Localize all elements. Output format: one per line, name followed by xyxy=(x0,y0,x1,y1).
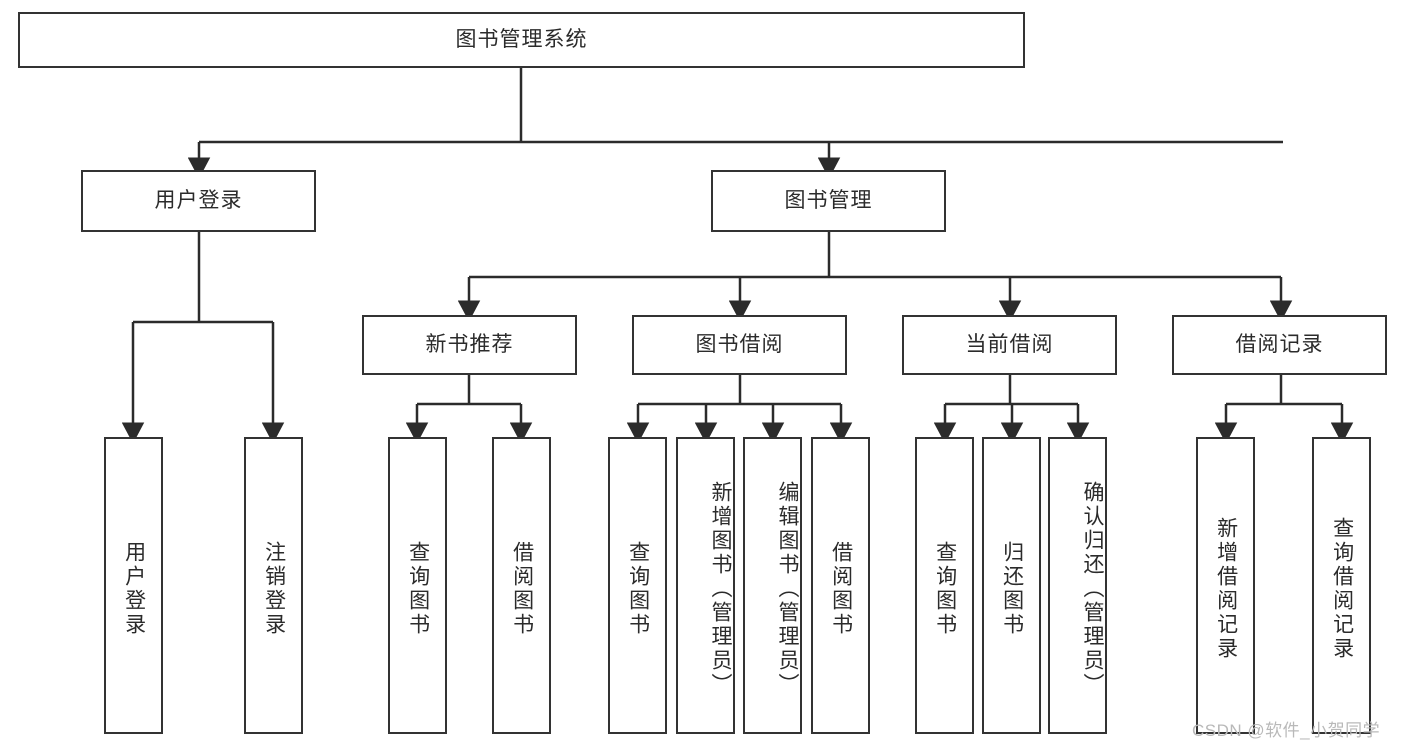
node-book-borrow[interactable]: 图书借阅 xyxy=(632,315,847,375)
leaf-book-borrow-edit-label: 编辑图书（管理员） xyxy=(776,480,799,697)
leaf-new-book-borrow[interactable]: 借阅图书 xyxy=(492,437,551,734)
leaf-new-book-query-label: 查询图书 xyxy=(406,540,430,637)
node-book-borrow-label: 图书借阅 xyxy=(695,333,784,357)
node-book-management-label: 图书管理 xyxy=(784,189,873,213)
leaf-borrow-record-query[interactable]: 查询借阅记录 xyxy=(1312,437,1371,734)
leaf-current-borrow-query[interactable]: 查询图书 xyxy=(915,437,974,734)
leaf-new-book-query[interactable]: 查询图书 xyxy=(388,437,447,734)
leaf-book-borrow-borrow[interactable]: 借阅图书 xyxy=(811,437,870,734)
leaf-user-login-login[interactable]: 用户登录 xyxy=(104,437,163,734)
leaf-new-book-borrow-label: 借阅图书 xyxy=(510,540,534,637)
leaf-current-borrow-query-label: 查询图书 xyxy=(933,540,957,637)
leaf-user-login-login-label: 用户登录 xyxy=(122,540,146,637)
leaf-borrow-record-add-label: 新增借阅记录 xyxy=(1214,516,1238,661)
node-current-borrow-label: 当前借阅 xyxy=(965,333,1054,357)
leaf-current-borrow-return[interactable]: 归还图书 xyxy=(982,437,1041,734)
watermark-text: CSDN @软件_小贺同学 xyxy=(1192,721,1381,740)
watermark: CSDN @软件_小贺同学 xyxy=(1192,716,1380,741)
node-user-login-label: 用户登录 xyxy=(154,189,243,213)
leaf-book-borrow-add[interactable]: 新增图书（管理员） xyxy=(676,437,735,734)
node-user-login[interactable]: 用户登录 xyxy=(81,170,316,232)
leaf-current-borrow-return-label: 归还图书 xyxy=(1000,540,1024,637)
node-root[interactable]: 图书管理系统 xyxy=(18,12,1025,68)
node-book-management[interactable]: 图书管理 xyxy=(711,170,946,232)
leaf-book-borrow-add-label: 新增图书（管理员） xyxy=(709,480,732,697)
node-root-label: 图书管理系统 xyxy=(455,28,588,52)
leaf-user-login-logout-label: 注销登录 xyxy=(262,540,286,637)
leaf-current-borrow-confirm-label: 确认归还（管理员） xyxy=(1081,480,1104,697)
leaf-borrow-record-add[interactable]: 新增借阅记录 xyxy=(1196,437,1255,734)
node-new-book-recommend-label: 新书推荐 xyxy=(425,333,514,357)
leaf-book-borrow-query-label: 查询图书 xyxy=(626,540,650,637)
node-borrow-record-label: 借阅记录 xyxy=(1235,333,1324,357)
leaf-current-borrow-confirm[interactable]: 确认归还（管理员） xyxy=(1048,437,1107,734)
leaf-book-borrow-query[interactable]: 查询图书 xyxy=(608,437,667,734)
leaf-user-login-logout[interactable]: 注销登录 xyxy=(244,437,303,734)
leaf-borrow-record-query-label: 查询借阅记录 xyxy=(1330,516,1354,661)
node-new-book-recommend[interactable]: 新书推荐 xyxy=(362,315,577,375)
leaf-book-borrow-borrow-label: 借阅图书 xyxy=(829,540,853,637)
leaf-book-borrow-edit[interactable]: 编辑图书（管理员） xyxy=(743,437,802,734)
node-borrow-record[interactable]: 借阅记录 xyxy=(1172,315,1387,375)
node-current-borrow[interactable]: 当前借阅 xyxy=(902,315,1117,375)
